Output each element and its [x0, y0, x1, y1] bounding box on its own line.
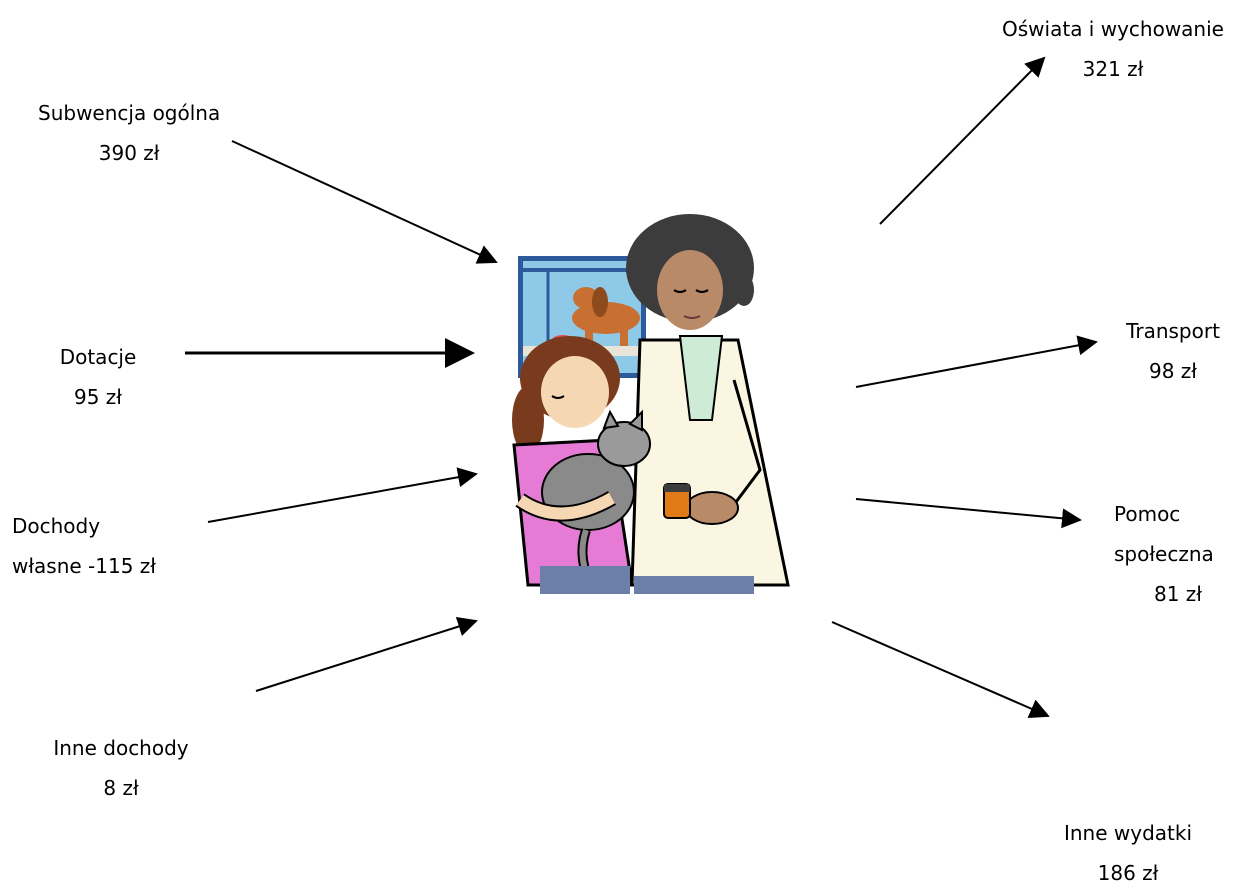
source-amount: 95 zł [74, 385, 122, 409]
expense-name-line2: społeczna [1114, 542, 1214, 566]
source-dochody-wlasne-label: Dochody własne -115 zł [12, 506, 156, 586]
arrow-inne-wydatki [831, 621, 1050, 718]
expense-pomoc-label: Pomoc społeczna 81 zł [1114, 494, 1232, 614]
arrow-subwencja [231, 140, 498, 264]
expense-amount: 98 zł [1149, 359, 1197, 383]
expense-amount: 321 zł [1082, 57, 1144, 81]
expense-name: Oświata i wychowanie [1002, 17, 1224, 41]
source-amount: własne -115 zł [12, 554, 156, 578]
source-subwencja-label: Subwencja ogólna 390 zł [38, 93, 220, 173]
arrow-transport [855, 335, 1098, 388]
source-amount: 8 zł [103, 776, 139, 800]
source-name: Subwencja ogólna [38, 101, 221, 125]
source-name: Dotacje [59, 345, 137, 369]
expense-name: Pomoc [1114, 502, 1181, 526]
source-name: Dochody [12, 514, 101, 538]
expense-inne-wydatki-label: Inne wydatki 186 zł [1054, 813, 1202, 893]
expense-amount: 81 zł [1154, 582, 1202, 606]
expense-transport-label: Transport 98 zł [1114, 311, 1232, 391]
expense-name: Inne wydatki [1063, 821, 1193, 845]
expense-amount: 186 zł [1097, 861, 1159, 885]
arrow-dochody-wlasne [207, 467, 478, 523]
expense-oswiata-label: Oświata i wychowanie 321 zł [984, 9, 1242, 89]
expense-name: Transport [1126, 319, 1220, 343]
arrow-oswiata [879, 56, 1046, 225]
veterinarian-illustration-icon [512, 214, 790, 594]
arrow-inne-dochody [255, 616, 478, 692]
source-dotacje-label: Dotacje 95 zł [58, 337, 138, 415]
source-inne-dochody-label: Inne dochody 8 zł [38, 728, 204, 808]
arrow-pomoc [855, 498, 1082, 529]
source-name: Inne dochody [53, 736, 189, 760]
source-amount: 390 zł [98, 141, 160, 165]
